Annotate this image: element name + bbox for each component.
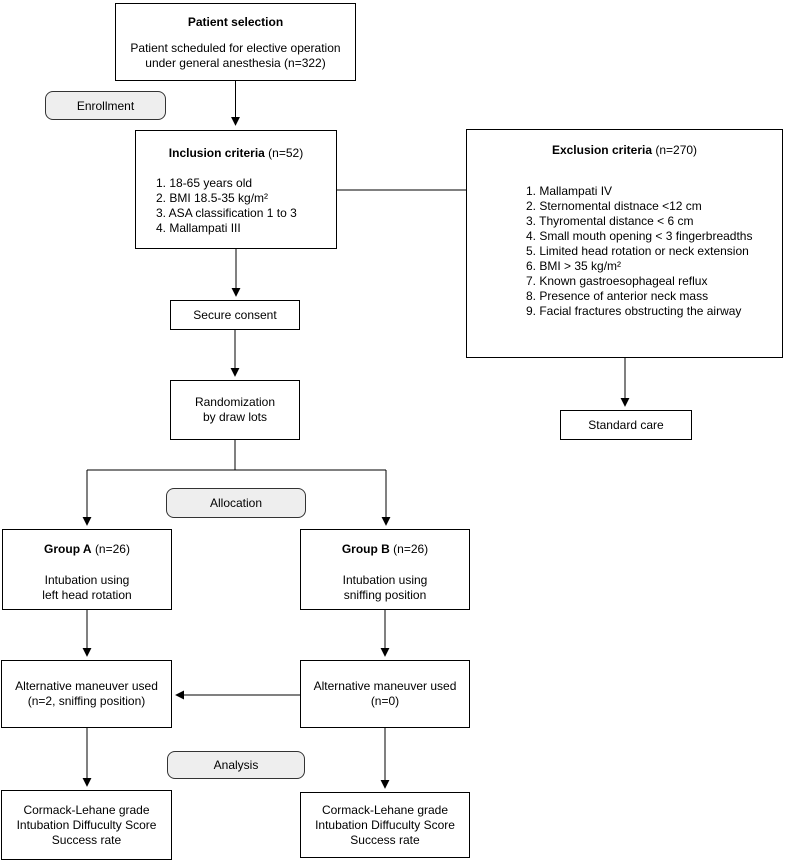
outcomes-a-text: Cormack-Lehane grade Intubation Diffucul… xyxy=(16,802,157,847)
alternative-maneuver-b-text: Alternative maneuver used (n=0) xyxy=(313,679,457,708)
alternative-maneuver-b-box: Alternative maneuver used (n=0) xyxy=(300,660,470,728)
outcomes-b-text: Cormack-Lehane grade Intubation Diffucul… xyxy=(315,802,455,847)
alternative-maneuver-a-text: Alternative maneuver used (n=2, sniffing… xyxy=(15,679,158,708)
patient-selection-box: Patient selection Patient scheduled for … xyxy=(115,3,356,81)
outcomes-b-box: Cormack-Lehane grade Intubation Diffucul… xyxy=(300,792,470,858)
list-item: 1. 18-65 years old xyxy=(156,176,253,190)
alternative-maneuver-a-box: Alternative maneuver used (n=2, sniffing… xyxy=(1,660,172,728)
group-a-title: Group A (n=26) xyxy=(44,542,130,556)
list-item: 9. Facial fractures obstructing the airw… xyxy=(526,304,742,318)
allocation-label-text: Allocation xyxy=(209,496,263,510)
list-item: 3. Thyromental distance < 6 cm xyxy=(526,214,694,228)
list-item: 5. Limited head rotation or neck extensi… xyxy=(526,244,749,258)
randomization-box: Randomization by draw lots xyxy=(170,380,300,440)
patient-selection-title: Patient selection xyxy=(187,15,284,29)
list-item: 4. Small mouth opening < 3 fingerbreadth… xyxy=(526,229,753,243)
standard-care-text: Standard care xyxy=(588,417,664,432)
secure-consent-text: Secure consent xyxy=(193,307,277,322)
list-item: 1. Mallampati IV xyxy=(526,184,613,198)
secure-consent-box: Secure consent xyxy=(170,300,300,330)
standard-care-box: Standard care xyxy=(560,410,692,440)
group-b-box: Group B (n=26) Intubation using sniffing… xyxy=(300,529,470,610)
list-item: 3. ASA classification 1 to 3 xyxy=(156,206,297,220)
group-a-body: Intubation using left head rotation xyxy=(42,573,132,602)
exclusion-criteria-title: Exclusion criteria (n=270) xyxy=(551,143,698,157)
list-item: 2. Sternomental distnace <12 cm xyxy=(526,199,702,213)
enrollment-label: Enrollment xyxy=(45,91,166,120)
inclusion-criteria-title: Inclusion criteria (n=52) xyxy=(168,146,304,160)
list-item: 6. BMI > 35 kg/m² xyxy=(526,259,622,273)
list-item: 2. BMI 18.5-35 kg/m² xyxy=(156,191,269,205)
inclusion-criteria-box: Inclusion criteria (n=52) 1. 18-65 years… xyxy=(135,130,337,249)
analysis-label-text: Analysis xyxy=(213,758,259,772)
group-a-box: Group A (n=26) Intubation using left hea… xyxy=(2,529,172,610)
list-item: 4. Mallampati III xyxy=(156,221,241,235)
list-item: 8. Presence of anterior neck mass xyxy=(526,289,709,303)
analysis-label: Analysis xyxy=(167,751,305,779)
list-item: 7. Known gastroesophageal reflux xyxy=(526,274,708,288)
exclusion-criteria-list: 1. Mallampati IV 2. Sternomental distnac… xyxy=(526,184,782,319)
exclusion-criteria-box: Exclusion criteria (n=270) 1. Mallampati… xyxy=(466,129,783,358)
patient-selection-body: Patient scheduled for elective operation… xyxy=(130,41,341,70)
inclusion-criteria-list: 1. 18-65 years old 2. BMI 18.5-35 kg/m² … xyxy=(156,176,336,236)
group-b-title: Group B (n=26) xyxy=(341,542,429,556)
group-b-body: Intubation using sniffing position xyxy=(342,573,428,602)
outcomes-a-box: Cormack-Lehane grade Intubation Diffucul… xyxy=(1,790,172,860)
randomization-text: Randomization by draw lots xyxy=(194,395,276,424)
enrollment-label-text: Enrollment xyxy=(76,98,135,113)
allocation-label: Allocation xyxy=(166,488,306,518)
